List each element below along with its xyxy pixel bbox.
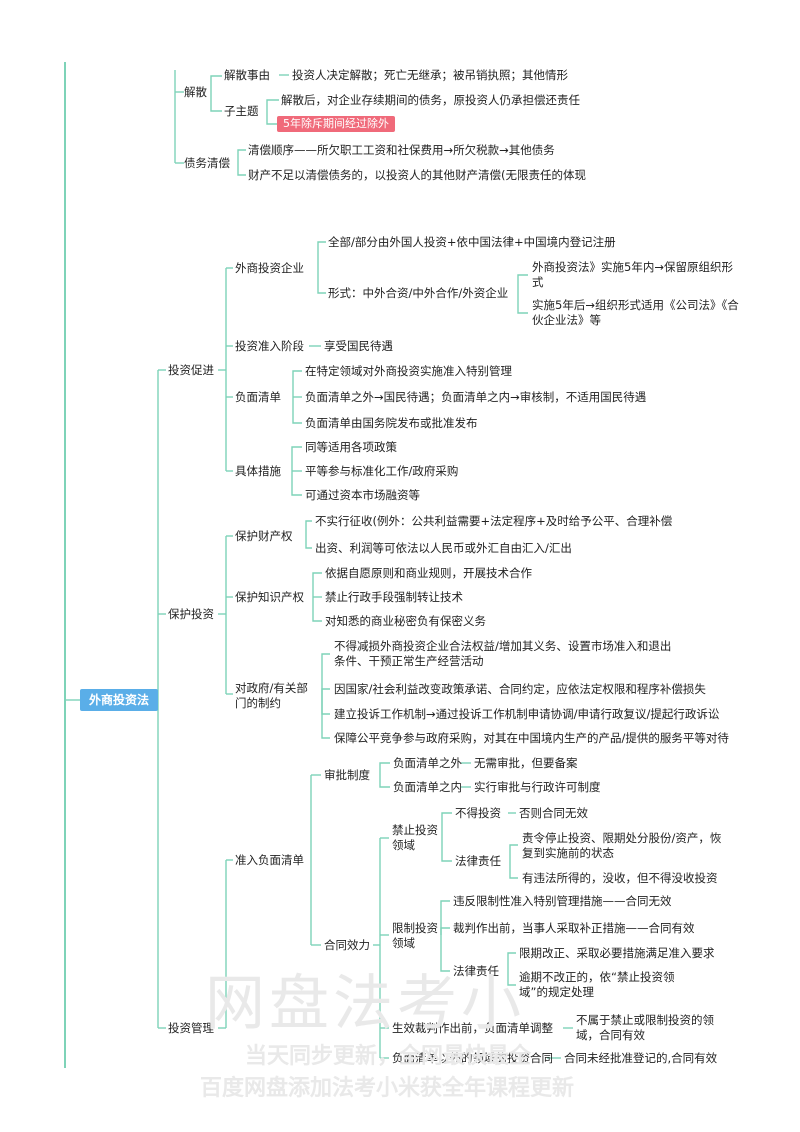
text-gov-4: 保障公平竞争参与政府采购，对其在中国境内生产的产品/提供的服务平等对待: [334, 731, 729, 745]
watermark-line-2: 当天同步更新，全网最快最全: [245, 1044, 532, 1069]
text-ip-2: 禁止行政手段强制转让技术: [325, 590, 463, 604]
node-fie: 外商投资企业: [235, 261, 304, 275]
text-form-2: 实施5年后→组织形式适用《公司法》《合伙企业法》等: [532, 298, 739, 327]
node-promotion: 投资促进: [168, 363, 214, 377]
node-entry-negative-list: 准入负面清单: [235, 853, 304, 867]
text-adjust: 不属于禁止或限制投资的领域，合同有效: [576, 1013, 714, 1042]
text-ip-1: 依据自愿原则和商业规则，开展技术合作: [325, 566, 532, 580]
node-contract-validity: 合同效力: [324, 938, 370, 952]
node-dissolution-reasons: 解散事由: [224, 68, 270, 82]
node-prohibited-liability: 法律责任: [455, 854, 501, 868]
text-restricted-1: 违反限制性准入特别管理措施——合同无效: [453, 894, 672, 908]
text-outside-contract: 合同未经批准登记的,合同有效: [564, 1051, 718, 1065]
node-access-stage: 投资准入阶段: [235, 339, 304, 353]
node-subtopic: 子主题: [224, 104, 259, 118]
text-approval-out: 无需审批，但要备案: [474, 756, 578, 770]
text-form-1: 外商投资法》实施5年内→保留原组织形式: [532, 260, 733, 289]
node-dissolution: 解散: [184, 85, 207, 99]
text-fie-scope: 全部/部分由外国人投资+依中国法律+中国境内登记注册: [328, 235, 616, 249]
node-management: 投资管理: [168, 1021, 214, 1035]
node-approval: 审批制度: [324, 768, 370, 782]
text-ip-3: 对知悉的商业秘密负有保密义务: [325, 614, 486, 628]
node-approval-in: 负面清单之内: [393, 780, 462, 794]
node-outside-contract: 负面清单以外的领域的投资合同: [392, 1051, 553, 1065]
node-approval-out: 负面清单之外: [393, 756, 462, 770]
text-property-2: 出资、利润等可依法以人民币或外汇自由汇入/汇出: [315, 541, 572, 555]
highlight-badge: 5年除斥期间经过除外: [277, 116, 395, 132]
node-adjust: 生效裁判作出前，负面清单调整: [392, 1021, 553, 1035]
text-measures-2: 平等参与标准化工作/政府采购: [305, 464, 459, 478]
node-prohibited: 禁止投资领域: [392, 823, 438, 852]
node-debt-settlement: 债务清偿: [184, 156, 230, 170]
text-subtopic: 解散后，对企业存续期间的债务，原投资人仍承担偿还责任: [281, 93, 580, 107]
node-restricted: 限制投资领域: [392, 921, 438, 950]
text-measures-3: 可通过资本市场融资等: [305, 488, 420, 502]
text-gov-3: 建立投诉工作机制→通过投诉工作机制申请协调/申请行政复议/提起行政诉讼: [334, 707, 720, 721]
watermark-line-3: 百度网盘添加法考小米获全年课程更新: [200, 1076, 575, 1101]
node-negative-list: 负面清单: [235, 390, 281, 404]
text-restricted-liab-2: 逾期不改正的，依“禁止投资领域”的规定处理: [519, 970, 675, 999]
text-property-1: 不实行征收(例外：公共利益需要+法定程序+及时给予公平、合理补偿: [315, 514, 673, 528]
watermark-title: 网盘法考小: [205, 969, 525, 1039]
text-restricted-2: 裁判作出前，当事人采取补正措施——合同有效: [453, 921, 695, 935]
node-protection: 保护投资: [168, 607, 214, 621]
text-negative-2: 负面清单之外→国民待遇；负面清单之内→审核制，不适用国民待遇: [305, 390, 647, 404]
node-property: 保护财产权: [235, 529, 293, 543]
node-ip: 保护知识产权: [235, 590, 304, 604]
text-gov-1: 不得减损外商投资企业合法权益/增加其义务、设置市场准入和退出条件、干预正常生产经…: [334, 639, 672, 668]
node-gov-restraint: 对政府/有关部门的制约: [235, 681, 308, 710]
text-negative-3: 负面清单由国务院发布或批准发布: [305, 416, 478, 430]
text-measures-1: 同等适用各项政策: [305, 440, 397, 454]
text-debt-order: 清偿顺序——所欠职工工资和社保费用→所欠税款→其他债务: [248, 143, 555, 157]
text-negative-1: 在特定领域对外商投资实施准入特别管理: [305, 364, 512, 378]
text-no-invest: 否则合同无效: [519, 806, 588, 820]
text-prohibited-liab-2: 有违法所得的，没收，但不得没收投资: [522, 871, 718, 885]
text-prohibited-liab-1: 责令停止投资、限期处分股份/资产，恢复到实施前的状态: [522, 831, 722, 860]
text-restricted-liab-1: 限期改正、采取必要措施满足准入要求: [519, 946, 715, 960]
node-restricted-liability: 法律责任: [453, 964, 499, 978]
text-access-stage: 享受国民待遇: [324, 339, 393, 353]
text-gov-2: 因国家/社会利益改变政策承诺、合同约定，应依法定权限和程序补偿损失: [334, 682, 706, 696]
text-fie-form: 形式：中外合资/中外合作/外资企业: [328, 286, 509, 300]
node-no-invest: 不得投资: [455, 806, 501, 820]
text-dissolution-reasons: 投资人决定解散；死亡无继承；被吊销执照；其他情形: [292, 68, 568, 82]
root-node: 外商投资法: [80, 689, 158, 711]
node-measures: 具体措施: [235, 464, 281, 478]
text-approval-in: 实行审批与行政许可制度: [474, 780, 601, 794]
text-debt-insufficient: 财产不足以清偿债务的，以投资人的其他财产清偿(无限责任的体现: [248, 168, 586, 182]
